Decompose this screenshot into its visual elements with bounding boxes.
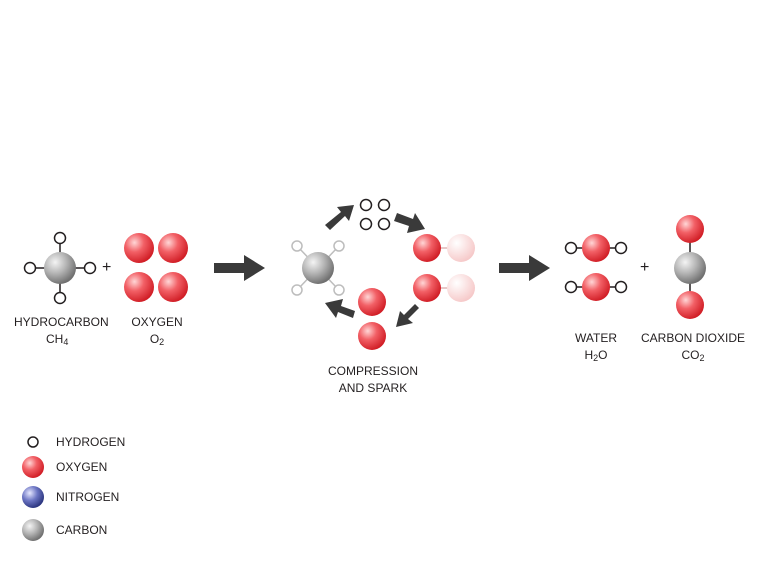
carbon-icon — [22, 519, 44, 541]
oxygen-atom — [358, 322, 386, 350]
water-name: WATER — [575, 331, 617, 345]
oxygen-atom — [158, 233, 188, 263]
free-oxygens — [358, 288, 386, 350]
oxygen-name: OXYGEN — [131, 315, 183, 329]
hydrogen-atom — [291, 284, 303, 296]
hydrogen-atom — [614, 241, 628, 255]
splitting-oxygen — [413, 234, 475, 302]
hydrogen-atom — [291, 240, 303, 252]
reaction-arrow-icon — [499, 255, 550, 281]
plus-sign: + — [102, 259, 112, 276]
oxygen-atom — [413, 274, 441, 302]
oxygen-atom — [158, 272, 188, 302]
hydrogen-atom — [614, 280, 628, 294]
hydrogen-atom — [83, 261, 97, 275]
oxygen-atom — [447, 234, 475, 262]
carbon-dioxide-molecule — [674, 215, 706, 319]
legend-icons — [22, 436, 44, 541]
oxygen-atom — [582, 273, 610, 301]
oxygen-atom — [124, 272, 154, 302]
hydrocarbon-label: HYDROCARBON CH4 — [14, 314, 114, 348]
oxygen-atom — [676, 215, 704, 243]
co2-label: CARBON DIOXIDE CO2 — [636, 330, 750, 364]
hydrogen-atom — [333, 240, 345, 252]
plus-sign: + — [640, 259, 650, 276]
hydrogen-atom — [359, 217, 373, 231]
oxygen-atom — [413, 234, 441, 262]
co2-name: CARBON DIOXIDE — [640, 331, 745, 345]
process-line2: AND SPARK — [338, 381, 408, 395]
legend-label: CARBON — [56, 523, 108, 537]
hydrogen-atom — [359, 198, 373, 212]
free-hydrogens — [359, 198, 391, 231]
oxygen-icon — [22, 456, 44, 478]
cycle-arrow-icon — [325, 299, 355, 318]
hydrogen-atom — [564, 280, 578, 294]
hydrogen-atom — [53, 231, 67, 245]
oxygen-molecules — [124, 233, 188, 302]
cycle-arrow-icon — [325, 205, 354, 230]
methane-molecule — [23, 231, 97, 305]
hydrogen-atom — [53, 291, 67, 305]
oxygen-formula: O2 — [149, 332, 165, 347]
hydrogen-atom — [564, 241, 578, 255]
process-label: COMPRESSION AND SPARK — [318, 363, 428, 397]
cycle-arrow-icon — [394, 213, 425, 233]
faded-methane — [291, 240, 345, 296]
hydrogen-atom — [377, 217, 391, 231]
legend-label: OXYGEN — [56, 460, 108, 474]
carbon-atom — [302, 252, 334, 284]
cycle-arrow-icon — [396, 304, 419, 327]
hydrocarbon-formula: CH4 — [46, 332, 69, 347]
water-label: WATER H2O — [566, 330, 626, 364]
hydrogen-atom — [333, 284, 345, 296]
oxygen-atom — [676, 291, 704, 319]
legend-label: NITROGEN — [56, 490, 120, 504]
compression-spark-cycle — [291, 198, 475, 350]
co2-formula: CO2 — [681, 348, 705, 363]
process-line1: COMPRESSION — [327, 364, 418, 378]
legend-label: HYDROGEN — [56, 435, 126, 449]
hydrogen-icon — [27, 436, 39, 448]
nitrogen-icon — [22, 486, 44, 508]
water-molecules — [564, 234, 628, 301]
oxygen-atom — [582, 234, 610, 262]
oxygen-label: OXYGEN O2 — [126, 314, 188, 348]
hydrogen-atom — [377, 198, 391, 212]
reaction-arrow-icon — [214, 255, 265, 281]
oxygen-atom — [124, 233, 154, 263]
carbon-atom — [674, 252, 706, 284]
carbon-atom — [44, 252, 76, 284]
hydrocarbon-name: HYDROCARBON — [14, 315, 109, 329]
oxygen-atom — [447, 274, 475, 302]
hydrogen-atom — [23, 261, 37, 275]
oxygen-atom — [358, 288, 386, 316]
water-formula: H2O — [584, 348, 608, 363]
